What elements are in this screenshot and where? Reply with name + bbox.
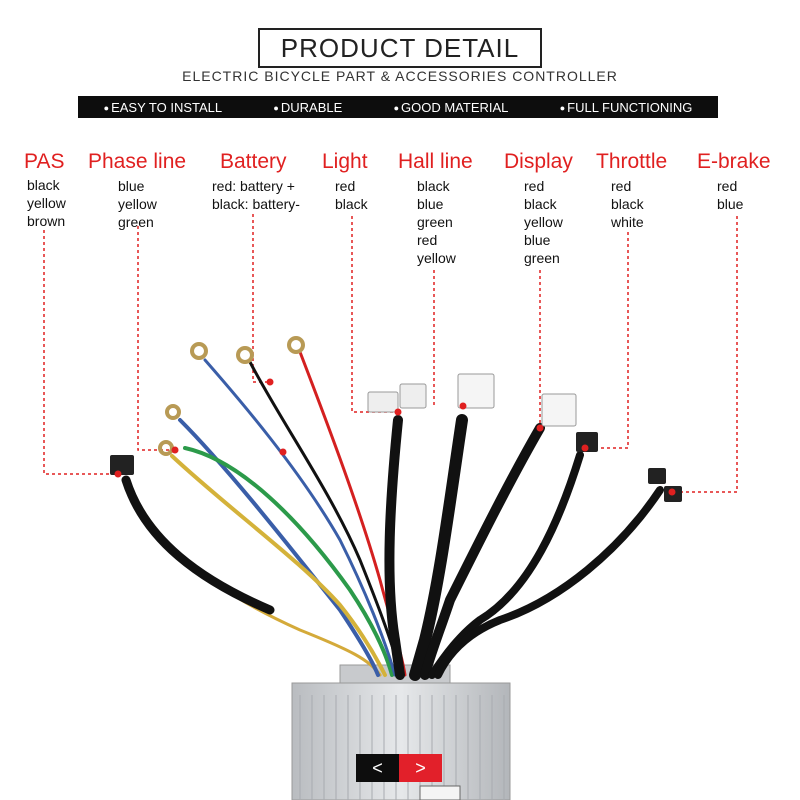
label-throttle: Throttle (596, 150, 668, 173)
color-list-pas: black yellow brown (27, 176, 66, 230)
next-button[interactable]: > (399, 754, 442, 782)
label-battery: Battery (220, 150, 287, 173)
color-item: red: battery + (212, 178, 295, 194)
ring-terminals (158, 336, 305, 456)
label-light: Light (322, 150, 368, 173)
prev-button[interactable]: < (356, 754, 399, 782)
color-list-battery: red: battery + black: battery- (212, 177, 300, 213)
color-item: red (611, 178, 632, 194)
label-e-brake: E-brake (697, 150, 771, 173)
color-item: red (717, 178, 738, 194)
feature-bar: EASY TO INSTALL DURABLE GOOD MATERIAL FU… (78, 96, 718, 118)
color-item: red (335, 178, 356, 194)
feature-item: DURABLE (273, 100, 342, 115)
color-item: black (335, 196, 368, 212)
label-pas: PAS (24, 150, 65, 173)
color-list-display: red black yellow blue green (524, 177, 563, 267)
color-item: black (524, 196, 557, 212)
color-item: blue (717, 196, 744, 212)
color-list-hall-line: black blue green red yellow (417, 177, 456, 267)
image-navigation: < > (356, 754, 442, 782)
label-hall-line: Hall line (398, 150, 473, 173)
color-item: yellow (27, 195, 66, 211)
color-item: white (611, 214, 644, 230)
marker-dots (114, 378, 676, 496)
feature-item: EASY TO INSTALL (104, 100, 222, 115)
color-item: green (118, 214, 154, 230)
color-item: black (417, 178, 450, 194)
feature-item: GOOD MATERIAL (394, 100, 508, 115)
color-item: green (417, 214, 453, 230)
wire-bundle (121, 350, 664, 681)
feature-item: FULL FUNCTIONING (560, 100, 692, 115)
leader-lines (43, 214, 738, 493)
color-item: green (524, 250, 560, 266)
color-item: black (27, 177, 60, 193)
page-title: PRODUCT DETAIL (258, 28, 542, 68)
label-display: Display (504, 150, 573, 173)
label-phase-line: Phase line (88, 150, 187, 173)
color-item: blue (118, 178, 145, 194)
page-subtitle: ELECTRIC BICYCLE PART & ACCESSORIES CONT… (182, 68, 618, 84)
color-item: black: battery- (212, 196, 300, 212)
color-item: blue (417, 196, 444, 212)
color-item: red (417, 232, 438, 248)
color-item: yellow (524, 214, 563, 230)
color-item: black (611, 196, 644, 212)
color-list-phase-line: blue yellow green (118, 177, 157, 231)
color-item: blue (524, 232, 551, 248)
color-item: yellow (118, 196, 157, 212)
color-item: brown (27, 213, 66, 229)
color-item: yellow (417, 250, 456, 266)
color-list-e-brake: red blue (717, 177, 743, 213)
color-item: red (524, 178, 545, 194)
color-list-light: red black (335, 177, 368, 213)
color-list-throttle: red black white (611, 177, 644, 231)
